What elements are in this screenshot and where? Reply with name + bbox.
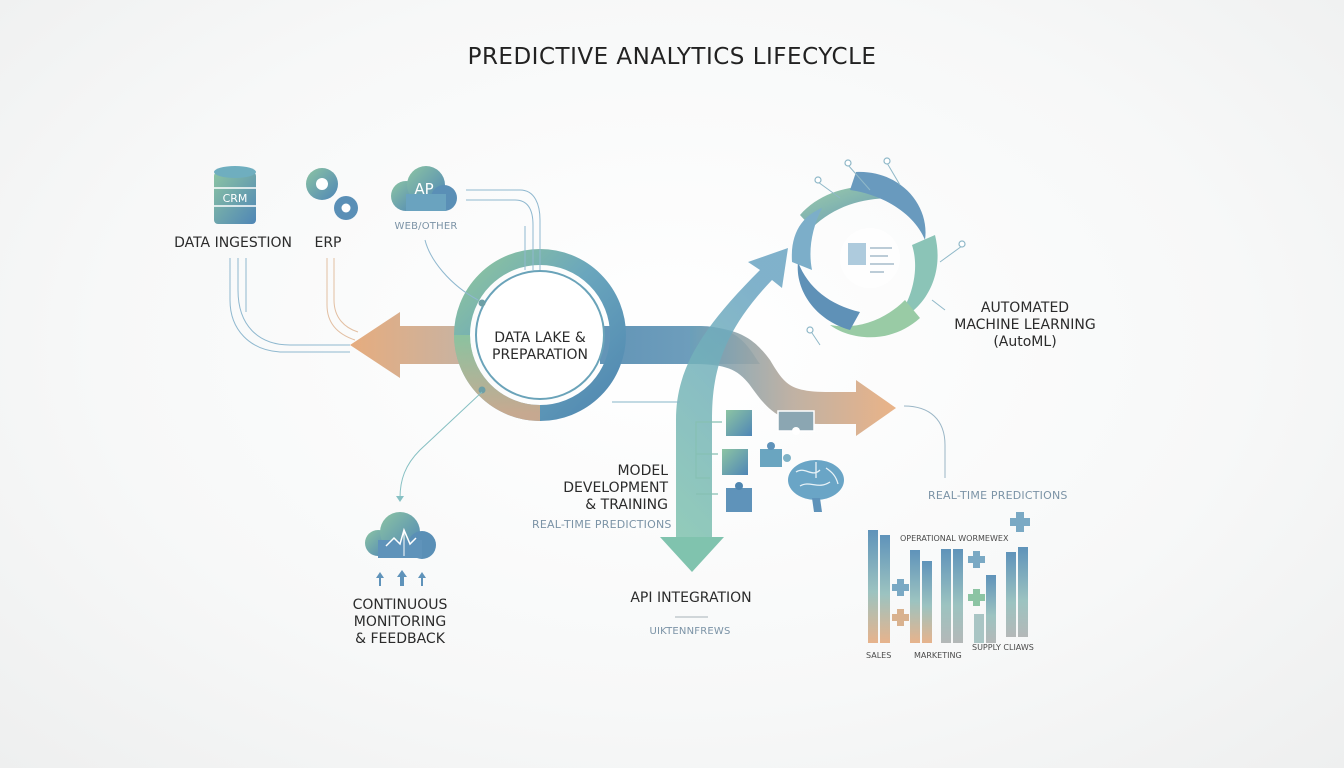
model-label-line3: & TRAINING — [585, 497, 668, 513]
category-sales: SALES — [866, 651, 892, 660]
predictions-arrow — [690, 326, 896, 436]
category-marketing: MARKETING — [914, 651, 962, 660]
web-other-label: WEB/OTHER — [394, 221, 458, 232]
puzzle-pieces-icon — [722, 410, 815, 512]
automl-label: AUTOMATED MACHINE LEARNING (AutoML) — [950, 300, 1100, 351]
brain-icon — [788, 460, 844, 512]
data-ingestion-label: DATA INGESTION — [174, 235, 292, 251]
automl-label-line2: MACHINE LEARNING — [954, 317, 1096, 333]
ingestion-arrow — [350, 312, 470, 378]
api-integration-label: API INTEGRATION — [630, 590, 752, 606]
model-label: MODEL DEVELOPMENT & TRAINING — [548, 463, 668, 514]
crm-badge: CRM — [222, 192, 248, 205]
hub-label: DATA LAKE & PREPARATION — [480, 330, 600, 364]
api-sub-label: UIKTENNFREWS — [649, 626, 731, 637]
web-badge: AP — [414, 180, 434, 198]
operational-bar-chart — [868, 530, 1028, 643]
model-label-line2: DEVELOPMENT — [563, 480, 668, 496]
monitoring-label-line2: MONITORING — [353, 614, 447, 630]
automl-swirl-icon — [791, 171, 938, 338]
api-down-arrow — [660, 537, 724, 572]
gears-icon — [306, 168, 358, 220]
upload-arrows-icon — [376, 570, 426, 586]
monitoring-label: CONTINUOUS MONITORING & FEEDBACK — [336, 597, 464, 648]
hub-label-line1: DATA LAKE & — [494, 330, 586, 346]
realtime-predictions-label: REAL-TIME PREDICTIONS — [928, 489, 1068, 502]
monitoring-label-line3: & FEEDBACK — [355, 631, 445, 647]
category-supply: SUPPLY CLIAWS — [972, 643, 1034, 652]
automl-label-line3: (AutoML) — [993, 334, 1057, 350]
hub-label-line2: PREPARATION — [492, 347, 588, 363]
plus-icons — [892, 512, 1030, 626]
cloud-icon — [391, 166, 457, 211]
chart-title: OPERATIONAL WORMEWEX — [900, 534, 1009, 543]
monitoring-label-line1: CONTINUOUS — [352, 597, 448, 613]
model-label-line1: MODEL — [617, 463, 668, 479]
model-sub-label: REAL-TIME PREDICTIONS — [532, 518, 672, 531]
cloud-monitoring-icon — [365, 512, 436, 559]
erp-label: ERP — [314, 235, 342, 251]
database-icon — [214, 166, 256, 224]
automl-label-line1: AUTOMATED — [980, 300, 1070, 316]
page-title: PREDICTIVE ANALYTICS LIFECYCLE — [467, 44, 877, 70]
automl-arrow — [676, 248, 788, 540]
